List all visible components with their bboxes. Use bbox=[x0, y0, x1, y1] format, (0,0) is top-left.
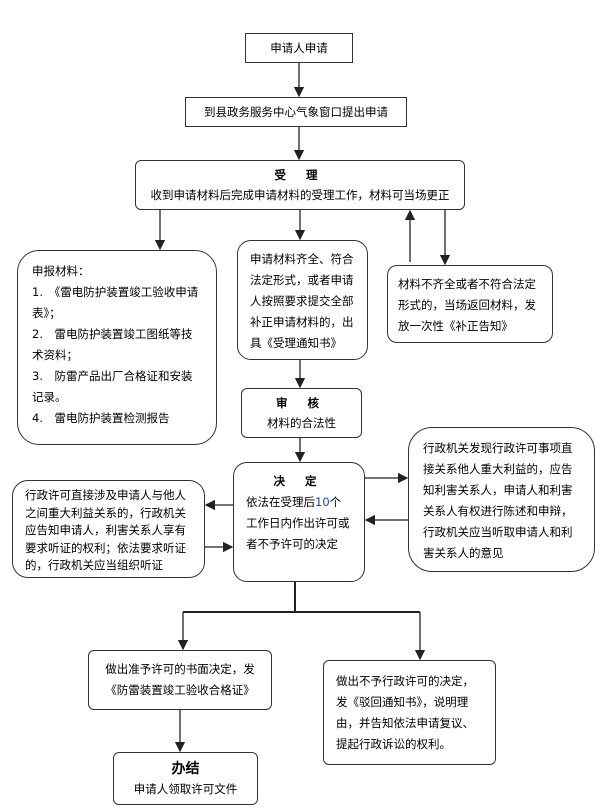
apply-text: 申请人申请 bbox=[270, 41, 328, 55]
finish-text: 申请人领取许可文件 bbox=[133, 781, 238, 796]
deny-box: 做出不予行政许可的决定，发《驳回通知书》，说明理由，并告知依法申请复议、提起行政… bbox=[323, 660, 496, 765]
hearing-text: 行政许可直接涉及申请人与他人之间重大利益关系的，行政机关应告知申请人，利害关系人… bbox=[25, 488, 186, 572]
review-title: 审 核 bbox=[275, 396, 327, 410]
accept-text: 收到申请材料后完成申请材料的受理工作，材料可当场更正 bbox=[150, 188, 450, 202]
submit-step: 到县政务服务中心气象窗口提出申请 bbox=[185, 97, 407, 127]
statement-box: 行政机关发现行政许可事项直接关系他人重大利益的，应告知利害关系人，申请人和利害关… bbox=[408, 427, 595, 572]
materials-item: 1. 《雷电防护装置竣工验收申请表》； bbox=[32, 285, 199, 320]
review-step: 审 核材料的合法性 bbox=[241, 388, 362, 438]
materials-box: 申报材料： 1. 《雷电防护装置竣工验收申请表》； 2. 雷电防护装置竣工图纸等… bbox=[17, 250, 217, 445]
hearing-box: 行政许可直接涉及申请人与他人之间重大利益关系的，行政机关应告知申请人，利害关系人… bbox=[12, 480, 205, 578]
accept-step: 受 理收到申请材料后完成申请材料的受理工作，材料可当场更正 bbox=[135, 160, 465, 210]
decision-text-rest: 个工作日内作出许可或者不予许可的决定 bbox=[246, 495, 350, 551]
complete-text: 申请材料齐全、符合法定形式，或者申请人按照要求提交全部补正申请材料的，出具《受理… bbox=[250, 252, 354, 350]
decision-text: 依法在受理后 bbox=[246, 495, 315, 509]
grant-text: 做出准予许可的书面决定，发《防雷装置竣工验收合格证》 bbox=[105, 662, 255, 697]
finish-title: 办结 bbox=[171, 760, 200, 777]
materials-title: 申报材料： bbox=[32, 264, 90, 278]
materials-item: 3. 防雷产品出厂合格证和安装记录。 bbox=[32, 369, 193, 404]
materials-item: 4. 雷电防护装置检测报告 bbox=[32, 411, 170, 425]
grant-box: 做出准予许可的书面决定，发《防雷装置竣工验收合格证》 bbox=[88, 650, 272, 710]
materials-item: 2. 雷电防护装置竣工图纸等技术资料； bbox=[32, 327, 193, 362]
statement-text: 行政机关发现行政许可事项直接关系他人重大利益的，应告知利害关系人，申请人和利害关… bbox=[423, 441, 573, 560]
finish-step: 办结申请人领取许可文件 bbox=[113, 752, 258, 805]
accept-title: 受 理 bbox=[274, 168, 326, 182]
deny-text: 做出不予行政许可的决定，发《驳回通知书》，说明理由，并告知依法申请复议、提起行政… bbox=[336, 674, 474, 751]
decision-title: 决 定 bbox=[273, 474, 325, 488]
incomplete-box: 材料不齐全或者不符合法定形式的，当场返回材料，发放一次性《补正告知》 bbox=[387, 265, 553, 343]
apply-step: 申请人申请 bbox=[245, 33, 353, 63]
incomplete-text: 材料不齐全或者不符合法定形式的，当场返回材料，发放一次性《补正告知》 bbox=[398, 277, 536, 333]
complete-box: 申请材料齐全、符合法定形式，或者申请人按照要求提交全部补正申请材料的，出具《受理… bbox=[237, 240, 368, 360]
review-text: 材料的合法性 bbox=[267, 416, 336, 430]
decision-days: 10 bbox=[315, 495, 330, 509]
decision-step: 决 定 依法在受理后10个工作日内作出许可或者不予许可的决定 bbox=[233, 462, 365, 582]
submit-text: 到县政务服务中心气象窗口提出申请 bbox=[204, 105, 388, 119]
